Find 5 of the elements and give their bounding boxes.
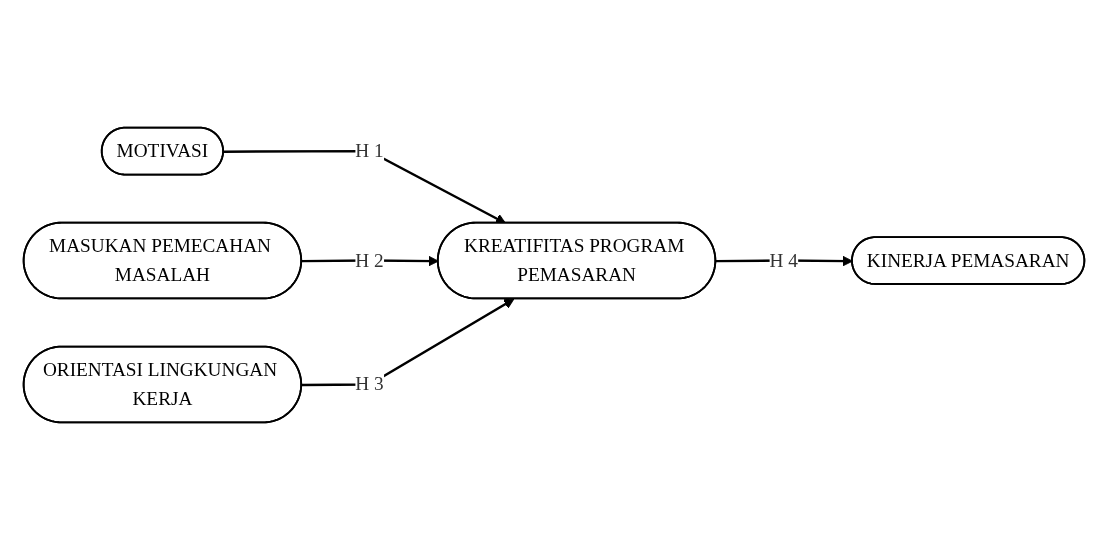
arrow: [223, 149, 506, 224]
edge-label: H 2: [355, 249, 384, 271]
edge-label: H 1: [355, 140, 384, 161]
edge-label: H 4: [769, 249, 798, 271]
edge-label: H 3: [355, 373, 384, 395]
